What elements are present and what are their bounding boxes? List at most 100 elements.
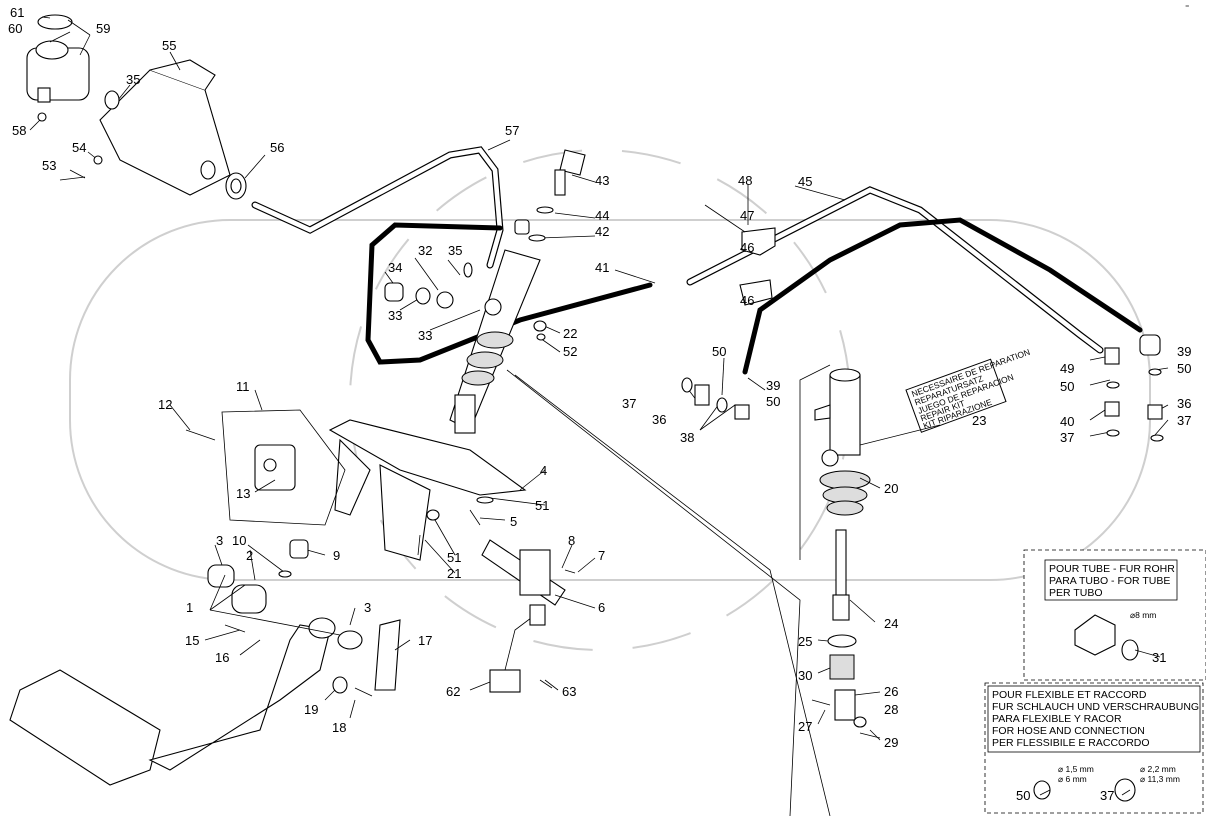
part-label-36a: 36	[652, 412, 666, 427]
hose-box-line-1: POUR FLEXIBLE ET RACCORD	[992, 689, 1147, 701]
part-label-28: 28	[884, 702, 898, 717]
part-label-19: 19	[304, 702, 318, 717]
hose-dim-1: ⌀ 1,5 mm	[1058, 764, 1094, 774]
part-label-37c: 37	[1177, 413, 1191, 428]
tube-info-box: POUR TUBE - FUR ROHR PARA TUBO - FOR TUB…	[1023, 549, 1206, 681]
hose-info-box: POUR FLEXIBLE ET RACCORD FUR SCHLAUCH UN…	[984, 682, 1204, 814]
clutch-pedal	[9, 564, 363, 786]
part-label-15: 15	[185, 633, 199, 648]
master-cylinder	[449, 249, 541, 434]
reservoir	[26, 14, 90, 103]
part-label-18: 18	[332, 720, 346, 735]
hose-dim-3: ⌀ 2,2 mm	[1140, 764, 1176, 774]
part-label-60: 60	[8, 21, 22, 36]
part-label-25: 25	[798, 634, 812, 649]
part-label-46a: 46	[740, 240, 754, 255]
part-label-50a: 50	[712, 344, 726, 359]
small-parts	[37, 90, 1164, 739]
leader-lines	[29, 16, 1169, 796]
sensor-62	[489, 604, 546, 693]
hose-box-line-2: FUR SCHLAUCH UND VERSCHRAUBUNG	[992, 701, 1199, 713]
part-label-45: 45	[798, 174, 812, 189]
part-label-48: 48	[738, 173, 752, 188]
part-label-50d: 50	[1177, 361, 1191, 376]
pedal-bracket-4	[328, 419, 527, 561]
part-label-29: 29	[884, 735, 898, 750]
switch-assembly	[221, 409, 346, 526]
part-label-24: 24	[884, 616, 898, 631]
part-label-50b: 50	[766, 394, 780, 409]
part-label-3a: 3	[216, 533, 223, 548]
part-label-3b: 3	[364, 600, 371, 615]
hose-box-line-4: FOR HOSE AND CONNECTION	[992, 725, 1145, 737]
part-label-58: 58	[12, 123, 26, 138]
tube-box-line-1: POUR TUBE - FUR ROHR	[1049, 563, 1175, 575]
part-label-34: 34	[388, 260, 402, 275]
part-label-27: 27	[798, 719, 812, 734]
part-label-22: 22	[563, 326, 577, 341]
part-label-20: 20	[884, 481, 898, 496]
part-label-36b: 36	[1177, 396, 1191, 411]
part-label-26: 26	[884, 684, 898, 699]
part-label-9: 9	[333, 548, 340, 563]
tube-57	[251, 146, 504, 269]
part-label-56: 56	[270, 140, 284, 155]
part-label-1: 1	[186, 600, 193, 615]
part-label-37a: 37	[622, 396, 636, 411]
part-label-35b: 35	[448, 243, 462, 258]
bracket-55	[99, 59, 231, 196]
part-label-43: 43	[595, 173, 609, 188]
hose-39	[742, 217, 1143, 375]
hose-dim-2: ⌀ 6 mm	[1058, 774, 1087, 784]
hose-box-line-5: PER FLESSIBILE E RACCORDO	[992, 737, 1150, 749]
part-label-11: 11	[236, 379, 250, 394]
part-label-35a: 35	[126, 72, 140, 87]
hose-dim-4: ⌀ 11,3 mm	[1140, 774, 1180, 784]
part-label-33b: 33	[418, 328, 432, 343]
part-label-42: 42	[595, 224, 609, 239]
clip-46-47	[739, 185, 776, 306]
push-rod-24	[811, 529, 857, 721]
part-label-7: 7	[598, 548, 605, 563]
part-label-63: 63	[562, 684, 576, 699]
tube-dim: ⌀8 mm	[1130, 610, 1156, 620]
tube-box-line-3: PER TUBO	[1049, 587, 1102, 599]
part-label-50e: 50	[1016, 788, 1030, 803]
part-label-16: 16	[215, 650, 229, 665]
part-label-57: 57	[505, 123, 519, 138]
part-label-4: 4	[540, 463, 547, 478]
part-label-10: 10	[232, 533, 246, 548]
part-label-2: 2	[246, 548, 253, 563]
part-label-30: 30	[798, 668, 812, 683]
part-label-5: 5	[510, 514, 517, 529]
part-label-53: 53	[42, 158, 56, 173]
part-label-62: 62	[446, 684, 460, 699]
part-label-59: 59	[96, 21, 110, 36]
shaft-6	[481, 539, 566, 606]
part-label-49: 49	[1060, 361, 1074, 376]
part-label-37d: 37	[1100, 788, 1114, 803]
part-label-44: 44	[595, 208, 609, 223]
tube-box-line-2: PARA TUBO - FOR TUBE	[1049, 575, 1170, 587]
part-label-32: 32	[418, 243, 432, 258]
part-label-51a: 51	[535, 498, 549, 513]
part-label-54: 54	[72, 140, 86, 155]
part-label-38: 38	[680, 430, 694, 445]
part-label-17: 17	[418, 633, 432, 648]
part-label-40: 40	[1060, 414, 1074, 429]
part-label-55: 55	[162, 38, 176, 53]
part-label-52: 52	[563, 344, 577, 359]
slave-cylinder	[814, 368, 871, 516]
hose-box-line-3: PARA FLEXIBLE Y RACOR	[992, 713, 1122, 725]
part-label-8: 8	[568, 533, 575, 548]
part-label-41: 41	[595, 260, 609, 275]
part-label-13: 13	[236, 486, 250, 501]
part-label-37b: 37	[1060, 430, 1074, 445]
part-label-6: 6	[598, 600, 605, 615]
spring-17	[374, 619, 401, 691]
part-label-21: 21	[447, 566, 461, 581]
corner-mark: ⁼	[1185, 2, 1190, 12]
part-label-39a: 39	[766, 378, 780, 393]
